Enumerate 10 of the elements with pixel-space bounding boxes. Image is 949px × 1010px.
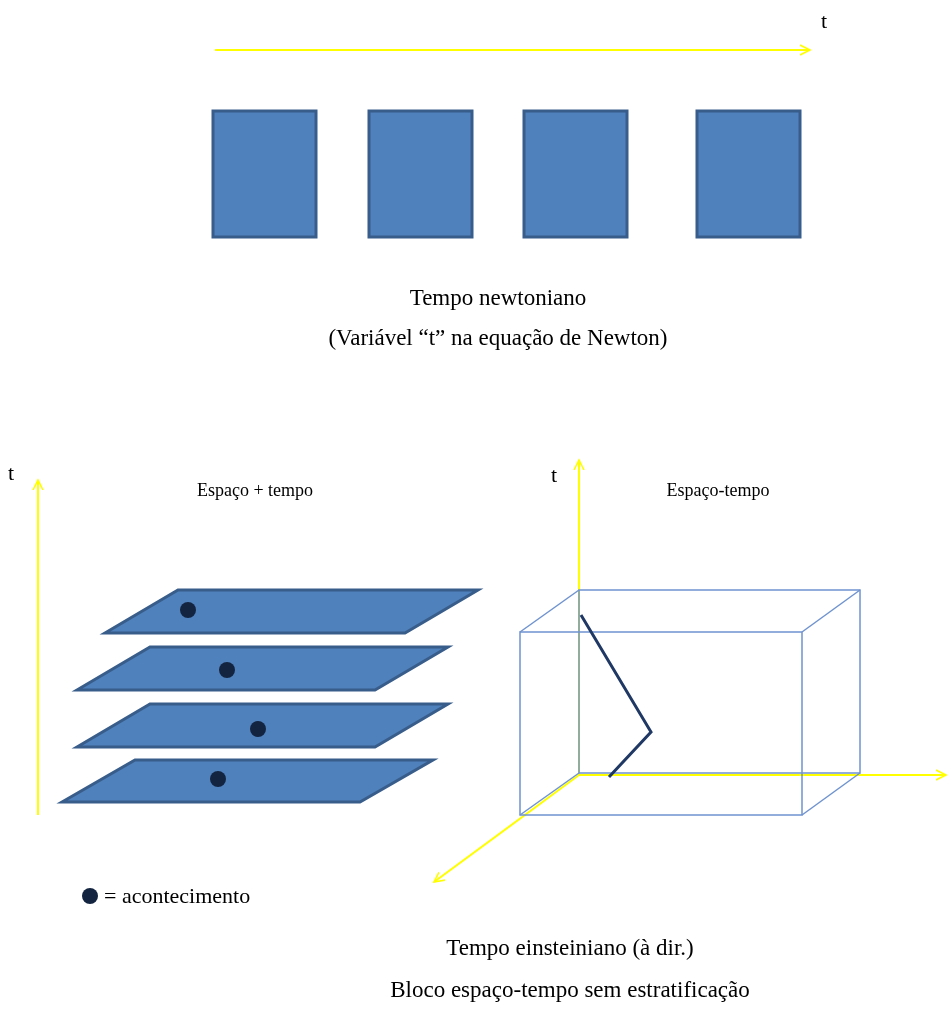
axis-label: t — [821, 8, 828, 34]
legend-text: = acontecimento — [104, 883, 251, 909]
axis-label: t — [551, 462, 558, 488]
panel-title: Espaço + tempo — [196, 480, 314, 501]
heading: Tempo newtoniano — [409, 285, 587, 312]
axis-label: t — [8, 460, 15, 486]
caption-text: (Variável “t” na equação de Newton) — [328, 325, 668, 352]
caption-text: Tempo einsteiniano (à dir.) — [446, 935, 694, 962]
caption-text: Bloco espaço-tempo sem estratificação — [390, 977, 750, 1004]
panel-title: Espaço-tempo — [666, 480, 770, 501]
